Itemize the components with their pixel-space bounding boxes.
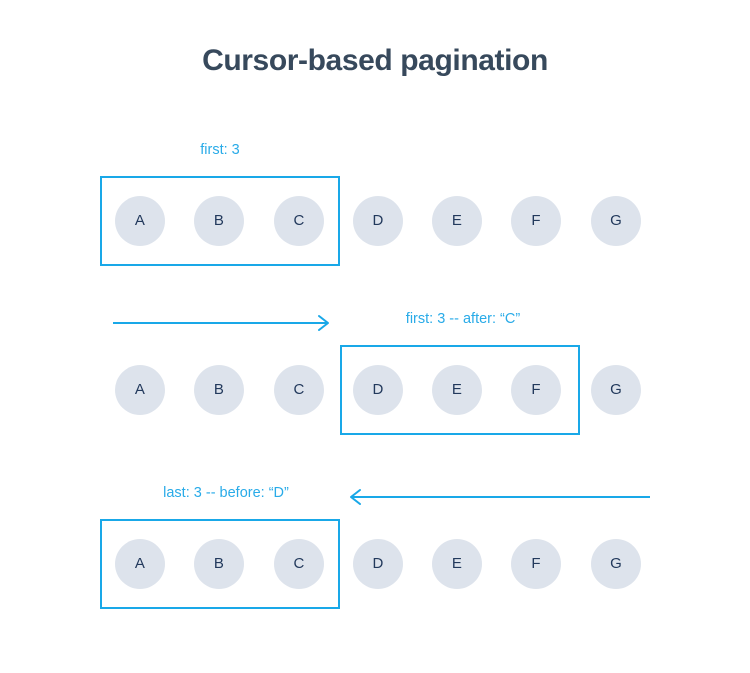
node-g[interactable]: G <box>591 539 641 589</box>
node-e[interactable]: E <box>432 539 482 589</box>
row-2-node-track: A B C D E F G <box>0 345 750 435</box>
row-3-label: last: 3 -- before: “D” <box>163 485 289 501</box>
node-d[interactable]: D <box>353 365 403 415</box>
node-a[interactable]: A <box>115 196 165 246</box>
node-b[interactable]: B <box>194 196 244 246</box>
row-1-label: first: 3 <box>200 142 240 158</box>
node-e[interactable]: E <box>432 365 482 415</box>
node-f[interactable]: F <box>511 196 561 246</box>
node-c[interactable]: C <box>274 539 324 589</box>
node-b[interactable]: B <box>194 365 244 415</box>
node-f[interactable]: F <box>511 365 561 415</box>
node-d[interactable]: D <box>353 539 403 589</box>
node-c[interactable]: C <box>274 196 324 246</box>
node-c[interactable]: C <box>274 365 324 415</box>
node-g[interactable]: G <box>591 196 641 246</box>
node-f[interactable]: F <box>511 539 561 589</box>
row-1-selection-box <box>100 176 340 266</box>
node-a[interactable]: A <box>115 539 165 589</box>
backward-arrow-icon <box>345 487 655 507</box>
row-1-node-track: A B C D E F G <box>0 176 750 266</box>
row-3-node-track: A B C D E F G <box>0 519 750 609</box>
node-e[interactable]: E <box>432 196 482 246</box>
node-d[interactable]: D <box>353 196 403 246</box>
row-3-selection-box <box>100 519 340 609</box>
node-a[interactable]: A <box>115 365 165 415</box>
row-2-label: first: 3 -- after: “C” <box>405 311 521 327</box>
node-g[interactable]: G <box>591 365 641 415</box>
forward-arrow-icon <box>113 313 333 333</box>
node-b[interactable]: B <box>194 539 244 589</box>
page-title: Cursor-based pagination <box>202 44 548 77</box>
row-2-selection-box <box>340 345 580 435</box>
